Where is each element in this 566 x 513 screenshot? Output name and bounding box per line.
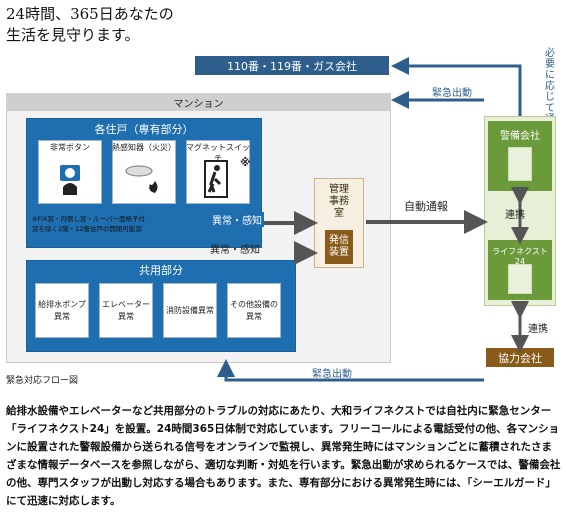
arrow-dispatch-bottom xyxy=(217,359,484,382)
magnet-switch-label: マグネットスイッチ xyxy=(186,143,250,163)
figure-caption: 緊急対応フロー図 xyxy=(6,376,79,386)
common-item-other: その他設備の異常 xyxy=(227,283,281,338)
description-paragraph: 給排水設備やエレベーターなど共用部分のトラブルの対応にあたり、大和ライフネクスト… xyxy=(6,405,561,507)
heat-detector-icon xyxy=(125,165,158,193)
arrow-to-emergency-services xyxy=(391,57,522,116)
heading-line-1: 24時間、365日あなたの xyxy=(6,5,174,23)
heat-detector-label: 熱感知器（火災） xyxy=(112,143,176,152)
life-next-title: ライフネクスト24 xyxy=(492,247,548,266)
common-item-pump: 給排水ポンプ異常 xyxy=(35,283,89,338)
operator-icon xyxy=(508,264,532,294)
note-mark: ※ xyxy=(240,156,251,169)
private-unit-title: 各住戸（専有部分） xyxy=(94,123,194,136)
management-office-text: 管理事務室 xyxy=(329,184,349,219)
cooperation-label-1: 連携 xyxy=(505,210,525,221)
auto-report-label: 自動通報 xyxy=(404,200,448,213)
abnormal-label-1: 異常・感知 xyxy=(210,212,264,227)
common-area-title: 共用部分 xyxy=(139,264,183,277)
magnet-switch-box xyxy=(186,140,250,204)
emergency-button-icon xyxy=(60,165,80,195)
heading-line-2: 生活を見守ります。 xyxy=(6,26,140,44)
mansion-title: マンション xyxy=(6,93,391,111)
management-office-title: 管理事務室 xyxy=(314,184,364,220)
window-note-line-1: ※FIX窓・内倒し窓・ルーバー面格子付 xyxy=(32,215,145,223)
security-company-title: 警備会社 xyxy=(500,131,540,142)
emergency-services-bar: 110番・119番・ガス会社 xyxy=(195,56,389,75)
guard-icon xyxy=(508,147,532,181)
life-next-24: ライフネクスト24 xyxy=(488,240,552,300)
common-item-elevator: エレベーター異常 xyxy=(99,283,153,338)
window-note-line-2: 窓を除く2階・12階住戸の開閉可能窓 xyxy=(32,225,142,233)
emergency-button-label: 非常ボタン xyxy=(50,143,90,152)
cooperation-label-2: 連携 xyxy=(528,324,548,335)
security-company: 警備会社 xyxy=(488,121,552,191)
magnet-switch-icon xyxy=(204,160,228,198)
window-note: ※FIX窓・内倒し窓・ルーバー面格子付 窓を除く2階・12階住戸の開閉可能窓 xyxy=(32,214,232,234)
transmitter-text: 発信装置 xyxy=(329,235,349,258)
abnormal-label-2: 異常・感知 xyxy=(210,245,260,256)
dispatch-top-label: 緊急出動 xyxy=(432,88,472,99)
transmitter: 発信装置 xyxy=(325,230,353,264)
emergency-button-box xyxy=(38,140,102,204)
partner-company: 協力会社 xyxy=(486,348,554,367)
heat-detector-box xyxy=(112,140,176,204)
common-item-fire: 消防設備異常 xyxy=(163,283,217,338)
dispatch-bottom-label: 緊急出動 xyxy=(312,369,352,380)
heading: 24時間、365日あなたの 生活を見守ります。 xyxy=(6,4,174,46)
